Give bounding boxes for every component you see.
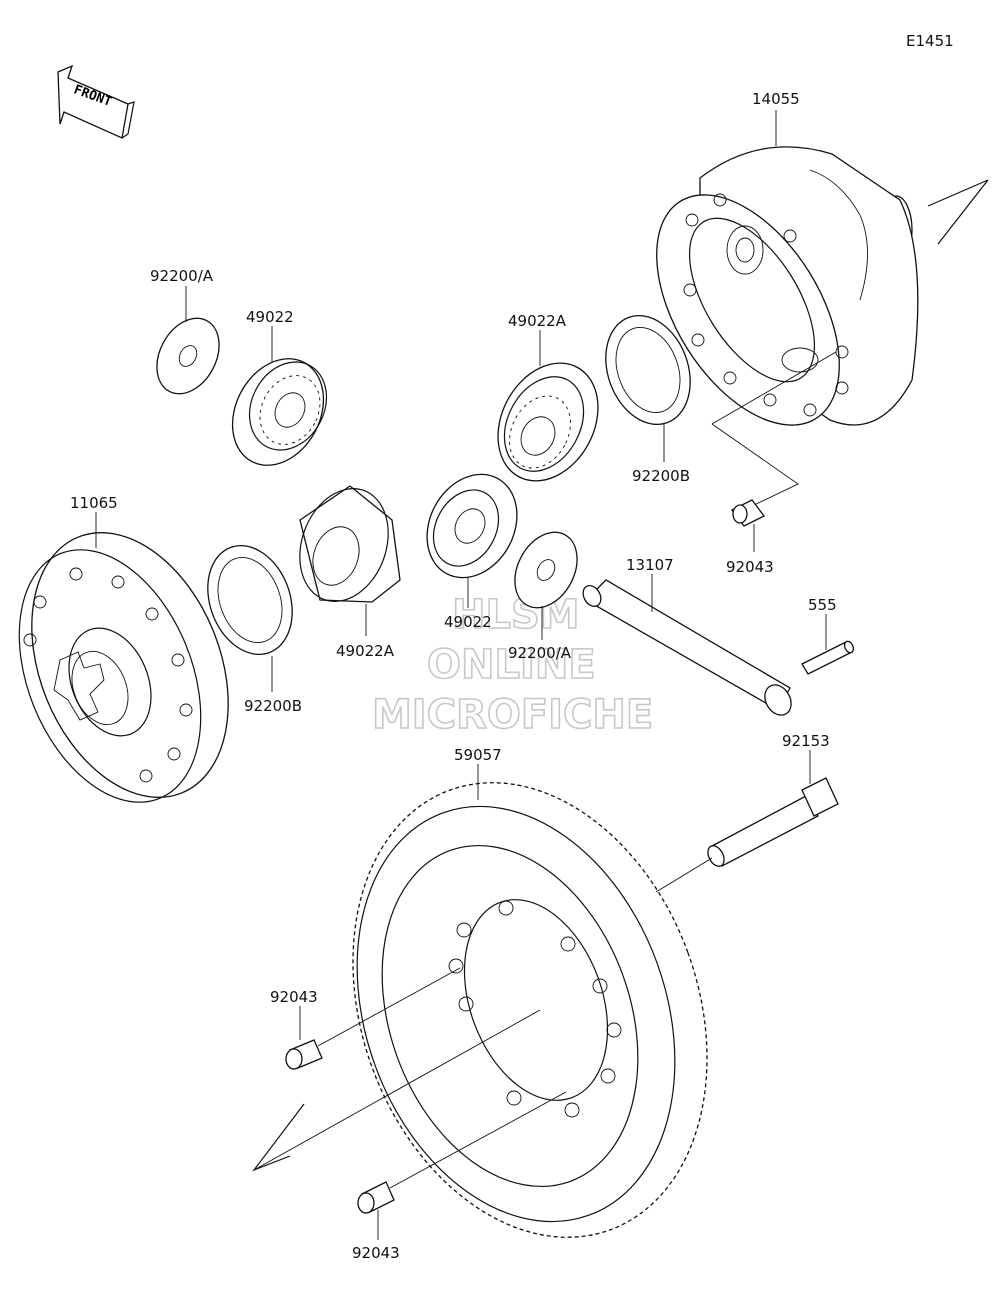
ring-gear-59057	[252, 782, 708, 1238]
dowel-92043-bottom	[357, 1091, 567, 1214]
label-555: 555	[808, 596, 837, 614]
gear-49022a-bottom	[299, 485, 401, 603]
washer-92200a-bottom	[514, 531, 578, 609]
gear-49022a-top	[497, 362, 599, 482]
gear-49022-top	[231, 358, 328, 466]
watermark-line-3: MICROFICHE	[372, 692, 653, 738]
washer-92200a-top	[156, 317, 220, 395]
label-92153: 92153	[782, 732, 830, 750]
label-59057: 59057	[454, 746, 502, 764]
label-92200b-left: 92200B	[244, 697, 302, 715]
washer-92200b-right	[605, 314, 691, 426]
label-49022a-bottom: 49022A	[336, 642, 395, 660]
label-49022a-top: 49022A	[508, 312, 567, 330]
cover-11065	[18, 532, 229, 803]
washer-92200b-left	[207, 544, 293, 656]
label-49022-bottom: 49022	[444, 613, 492, 631]
label-13107: 13107	[626, 556, 674, 574]
diagram-id: E1451	[906, 32, 954, 50]
dowel-92043-right	[731, 499, 765, 527]
label-92043-bottom: 92043	[352, 1244, 400, 1262]
pin-555	[801, 640, 855, 675]
dowel-92043-left	[285, 967, 461, 1070]
differential-case-14055	[656, 146, 989, 507]
shaft-13107	[582, 579, 792, 716]
label-11065: 11065	[70, 494, 118, 512]
label-92043-left: 92043	[270, 988, 318, 1006]
label-14055: 14055	[752, 90, 800, 108]
watermark-line-2: ONLINE	[427, 642, 596, 688]
label-92043-right: 92043	[726, 558, 774, 576]
label-92200a-top: 92200/A	[150, 267, 214, 285]
gear-49022-bottom	[426, 473, 518, 579]
label-92200a-bottom: 92200/A	[508, 644, 572, 662]
front-arrow-icon: FRONT	[57, 64, 135, 139]
label-92200b-right: 92200B	[632, 467, 690, 485]
label-49022-top: 49022	[246, 308, 294, 326]
bolt-92153	[655, 777, 839, 893]
